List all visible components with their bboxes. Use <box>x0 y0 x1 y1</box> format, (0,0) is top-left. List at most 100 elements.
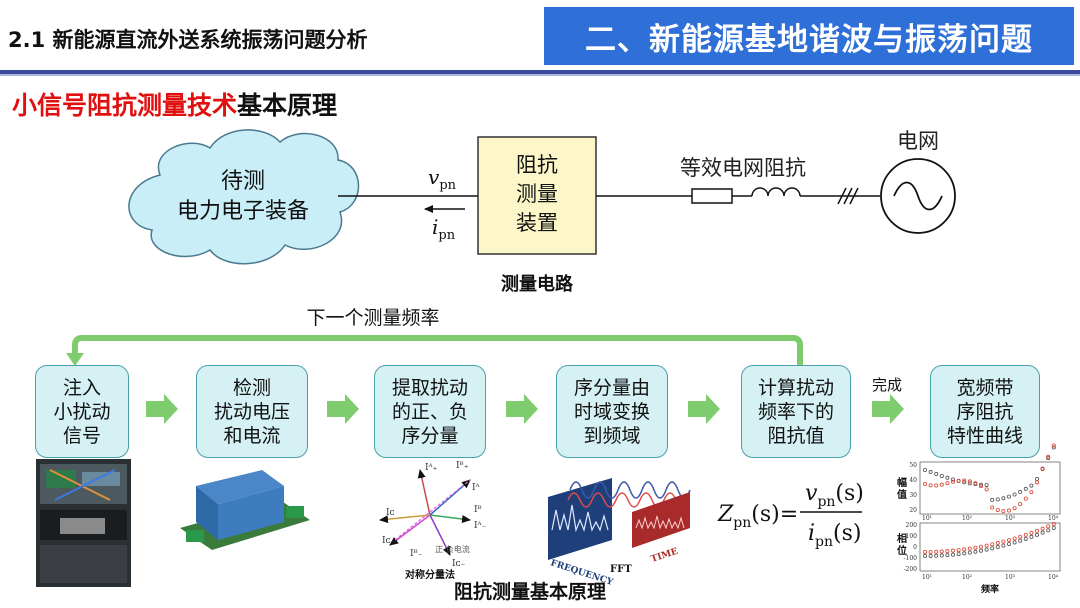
measurement-device-box <box>477 136 597 255</box>
plot-marker <box>939 482 944 487</box>
plot-marker <box>1023 486 1028 491</box>
phasor-label-0: Iᴬ₊ <box>425 463 438 473</box>
header-rule-light <box>0 74 1080 76</box>
flow-arrow-3 <box>506 394 538 424</box>
plot-marker <box>962 480 967 485</box>
phasor-label-7: Iᴮ₋ <box>410 549 423 559</box>
step-extract: 提取扰动 的正、负 序分量 <box>374 365 486 458</box>
i-pn-label: ipn <box>432 215 456 243</box>
plot-marker <box>990 542 995 547</box>
plot-marker <box>979 482 984 487</box>
meas-line2: 测量 <box>516 182 558 206</box>
section-title: 2.1 新能源直流外送系统振荡问题分析 <box>8 28 368 52</box>
device-label-line1: 待测 <box>221 169 265 194</box>
phasor-label-1: Iᴮ₊ <box>456 461 469 471</box>
phase-plot-frame <box>919 522 1061 572</box>
plot-marker <box>934 553 939 558</box>
plot-marker <box>984 547 989 552</box>
plot-marker <box>923 467 928 472</box>
plot-marker <box>1035 532 1040 537</box>
three-phase-tick-3 <box>849 187 859 205</box>
svg-text:20: 20 <box>909 507 917 514</box>
svg-text:ipn(s): ipn(s) <box>808 521 862 550</box>
v-pn-label: vpn <box>428 165 457 193</box>
plot-marker <box>1001 496 1006 501</box>
inductor-icon <box>751 187 801 197</box>
banner-title: 二、新能源基地谐波与振荡问题 <box>544 7 1074 65</box>
done-label: 完成 <box>872 376 902 394</box>
plot-marker <box>1046 456 1051 461</box>
plot-marker <box>1012 492 1017 497</box>
feedback-loop-arrowhead <box>66 353 84 366</box>
plot-marker <box>939 553 944 558</box>
resistor-icon <box>691 188 733 204</box>
plot-marker <box>1051 443 1056 448</box>
plot-marker <box>984 543 989 548</box>
injection-hardware-photo <box>36 459 131 587</box>
header-rule <box>0 70 1080 74</box>
svg-text:相: 相 <box>897 532 907 545</box>
magnitude-plot-frame <box>919 461 1061 515</box>
plot-marker <box>1018 502 1023 507</box>
grid-label: 电网 <box>897 129 939 153</box>
svg-text:值: 值 <box>897 488 907 501</box>
plot-marker <box>973 549 978 554</box>
bottom-caption: 阻抗测量基本原理 <box>454 580 606 603</box>
plot-marker <box>995 507 1000 512</box>
phasor-label-3: Iᴮ <box>474 505 482 515</box>
svg-text:10¹: 10¹ <box>922 515 932 522</box>
plot-marker <box>1007 508 1012 513</box>
flow-arrow-5 <box>872 394 904 424</box>
fft-illustration: FREQUENCY FFT TIME <box>548 478 691 588</box>
plot-marker <box>995 497 1000 502</box>
svg-text:200: 200 <box>906 522 918 529</box>
plot-marker <box>973 481 978 486</box>
svg-text:40: 40 <box>909 477 917 484</box>
plot-marker <box>962 551 967 556</box>
device-label-line2: 电力电子装备 <box>177 199 309 224</box>
plot-marker <box>1029 534 1034 539</box>
phasor-diagram: Iᴬ₊ Iᴮ₊ Iᴬ Iᴮ Iᴄ Iᴬ₋ Iᴄ₊ Iᴮ₋ Iᴄ₋ 正-负电流 对… <box>379 461 487 581</box>
plot-marker <box>928 549 933 554</box>
svg-text:位: 位 <box>897 544 907 557</box>
plot-marker <box>1035 528 1040 533</box>
plot-marker <box>1023 536 1028 541</box>
plot-marker <box>956 548 961 553</box>
plot-marker <box>973 545 978 550</box>
step-compute: 计算扰动 频率下的 阻抗值 <box>741 365 851 458</box>
phasor-label-4: Iᴄ <box>386 508 395 518</box>
svg-text:30: 30 <box>909 492 917 499</box>
impedance-formula: Zpn(s)= vpn(s) ipn(s) <box>717 481 864 550</box>
plot-marker <box>923 554 928 559</box>
three-phase-tick-1 <box>837 187 847 205</box>
plot-marker <box>1018 489 1023 494</box>
grid-impedance-label: 等效电网阻抗 <box>680 156 806 180</box>
device-cloud <box>128 129 360 265</box>
phasor-sub-label: 正-负电流 <box>435 544 470 554</box>
plot-marker <box>1046 528 1051 533</box>
device-label: 待测 <box>221 169 265 194</box>
plot-marker <box>1007 538 1012 543</box>
plot-marker <box>951 552 956 557</box>
plot-x-label: 频率 <box>981 583 999 595</box>
plot-marker <box>1012 536 1017 541</box>
plot-marker <box>967 481 972 486</box>
plot-marker <box>995 541 1000 546</box>
plot-marker <box>945 553 950 558</box>
plot-marker <box>956 478 961 483</box>
step-result: 宽频带 序阻抗 特性曲线 <box>930 365 1040 458</box>
svg-text:10³: 10³ <box>1005 515 1016 522</box>
plot-marker <box>979 544 984 549</box>
circuit-caption: 测量电路 <box>501 273 574 295</box>
plot-marker <box>1040 530 1045 535</box>
plot-marker <box>1029 483 1034 488</box>
plot-marker <box>1040 526 1045 531</box>
svg-text:0: 0 <box>913 544 917 551</box>
plot-marker <box>984 487 989 492</box>
plot-marker <box>962 547 967 552</box>
meas-line1: 阻抗 <box>516 153 558 177</box>
plot-marker <box>1018 534 1023 539</box>
plot-marker <box>1051 445 1056 450</box>
loop-label: 下一个测量频率 <box>306 307 439 329</box>
